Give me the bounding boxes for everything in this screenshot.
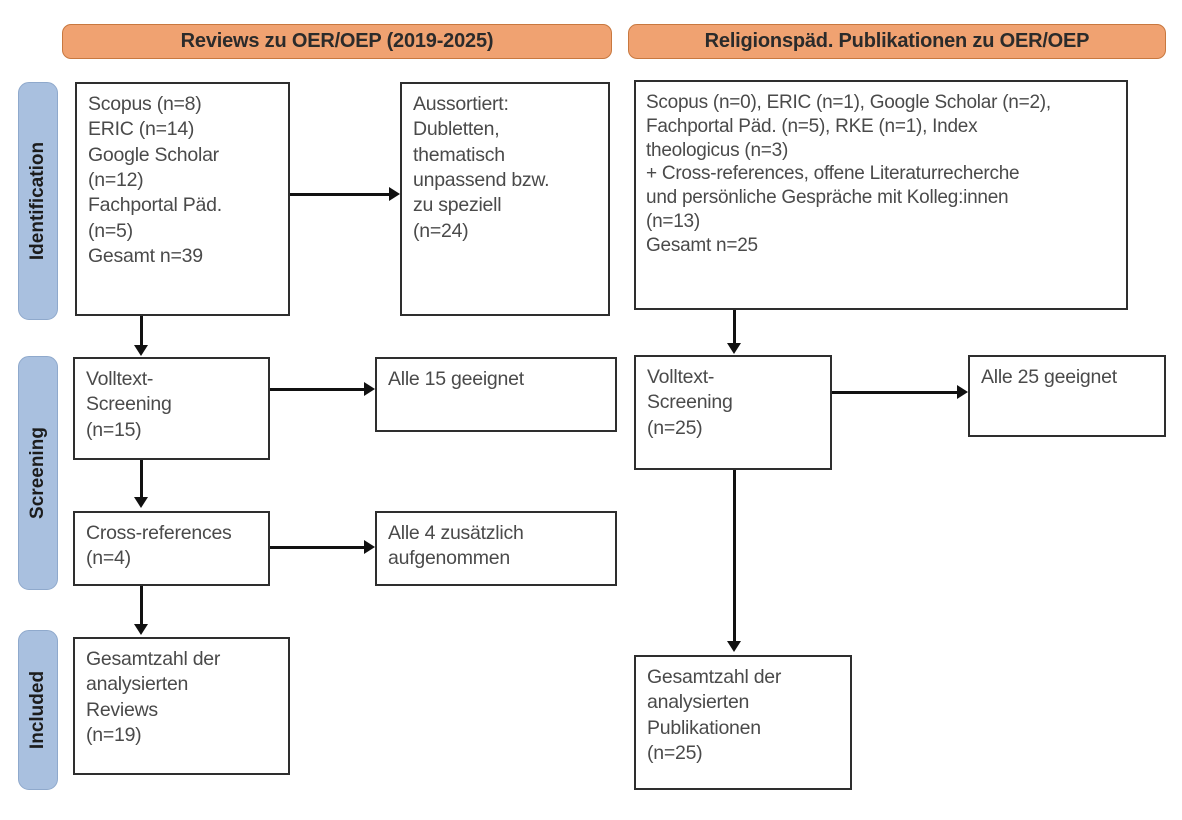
connector-left-crossref-to-included [140, 586, 143, 624]
arrowhead-left-crossref-to-result [364, 540, 375, 554]
connector-left-sources-to-excluded [290, 193, 389, 196]
stage-label-included: Included [18, 630, 58, 790]
right-fulltext-result-box: Alle 25 geeignet [968, 355, 1166, 437]
arrowhead-left-sources-to-fulltext [134, 345, 148, 356]
column-header-right: Religionspäd. Publikationen zu OER/OEP [628, 24, 1166, 59]
connector-right-sources-to-fulltext [733, 310, 736, 344]
connector-left-sources-to-fulltext [140, 316, 143, 346]
left-fulltext-result-box: Alle 15 geeignet [375, 357, 617, 432]
left-fulltext-screening-box: Volltext- Screening (n=15) [73, 357, 270, 460]
left-sources-box: Scopus (n=8) ERIC (n=14) Google Scholar … [75, 82, 290, 316]
arrowhead-right-sources-to-fulltext [727, 343, 741, 354]
left-included-box: Gesamtzahl der analysierten Reviews (n=1… [73, 637, 290, 775]
connector-right-fulltext-to-included [733, 470, 736, 642]
connector-left-fulltext-to-result [270, 388, 364, 391]
left-excluded-box: Aussortiert: Dubletten, thematisch unpas… [400, 82, 610, 316]
right-sources-box: Scopus (n=0), ERIC (n=1), Google Scholar… [634, 80, 1128, 310]
arrowhead-left-fulltext-to-result [364, 382, 375, 396]
connector-left-fulltext-to-crossref [140, 460, 143, 498]
left-crossref-result-box: Alle 4 zusätzlich aufgenommen [375, 511, 617, 586]
arrowhead-left-fulltext-to-crossref [134, 497, 148, 508]
left-crossref-box: Cross-references (n=4) [73, 511, 270, 586]
right-included-box: Gesamtzahl der analysierten Publikatione… [634, 655, 852, 790]
stage-label-screening: Screening [18, 356, 58, 590]
stage-label-identification: Identification [18, 82, 58, 320]
right-fulltext-screening-box: Volltext- Screening (n=25) [634, 355, 832, 470]
connector-left-crossref-to-result [270, 546, 364, 549]
stage-label-screening-text: Screening [27, 427, 48, 519]
arrowhead-left-sources-to-excluded [389, 187, 400, 201]
arrowhead-left-crossref-to-included [134, 624, 148, 635]
arrowhead-right-fulltext-to-result [957, 385, 968, 399]
stage-label-identification-text: Identification [27, 141, 49, 261]
column-header-left: Reviews zu OER/OEP (2019-2025) [62, 24, 612, 59]
connector-right-fulltext-to-result [832, 391, 957, 394]
stage-label-included-text: Included [27, 670, 48, 750]
arrowhead-right-fulltext-to-included [727, 641, 741, 652]
